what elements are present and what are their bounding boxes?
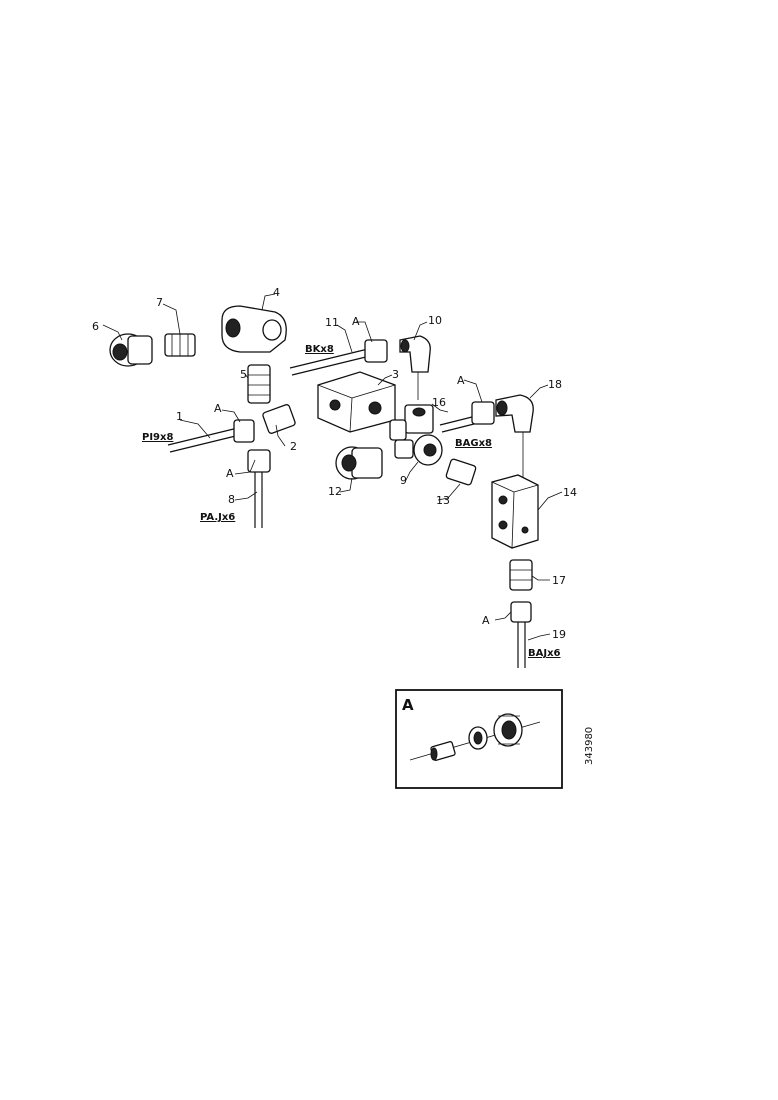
label-part-8: 8	[228, 493, 235, 506]
label-part-11: 11	[325, 316, 339, 329]
label-part-14: 14	[563, 486, 577, 499]
part-5-nipple	[247, 364, 271, 404]
tube-label-11: BKx8	[305, 344, 334, 355]
label-part-13: 13	[436, 494, 450, 507]
part-6-plug	[109, 333, 153, 367]
detail-marker-a: A	[457, 374, 465, 387]
tube-8	[254, 470, 263, 528]
label-part-12: 12	[328, 485, 342, 498]
part-a-fitting-right	[471, 401, 495, 425]
label-part-18: 18	[548, 378, 562, 391]
part-7-nipple	[164, 333, 196, 357]
detail-inset-a: A	[395, 689, 563, 789]
tube-label-16: BAGx8	[455, 438, 492, 449]
tube-label-1: PI9x8	[142, 432, 173, 443]
label-part-2: 2	[290, 440, 297, 453]
label-part-4: 4	[273, 286, 280, 299]
tube-label-8: PA.Jx6	[200, 512, 235, 523]
tube-19	[517, 622, 526, 668]
detail-marker-a: A	[214, 402, 222, 415]
part-a-fitting-bottom-right	[510, 601, 532, 623]
part-3-valve-block	[317, 371, 396, 433]
label-part-9: 9	[400, 474, 407, 487]
label-part-3: 3	[392, 368, 399, 381]
label-part-16: 16	[432, 396, 446, 409]
leader-lines	[102, 293, 563, 641]
part-12-plug	[335, 446, 383, 480]
label-part-6: 6	[92, 320, 99, 333]
tube-label-19: BAJx6	[528, 648, 561, 659]
part-13-nipple	[445, 458, 477, 486]
part-18-elbow	[495, 394, 534, 433]
part-a-fitting-left	[233, 419, 255, 443]
drawing-number: 343980	[584, 727, 595, 765]
detail-marker-a: A	[226, 467, 234, 480]
detail-marker-a: A	[352, 315, 360, 328]
inset-ring	[468, 726, 488, 750]
part-10-elbow	[399, 335, 431, 373]
label-part-17: 17	[552, 574, 566, 587]
part-a-fitting-top	[364, 339, 388, 363]
label-part-7: 7	[156, 296, 163, 309]
part-2-nipple	[262, 404, 296, 434]
label-part-10: 10	[428, 314, 442, 327]
inset-nut	[493, 713, 523, 747]
inset-title: A	[402, 696, 414, 714]
inset-sleeve	[430, 741, 456, 761]
part-9-tee	[389, 404, 443, 466]
part-17-nipple	[509, 559, 533, 591]
tube-11	[289, 347, 375, 376]
detail-marker-a: A	[482, 614, 490, 627]
part-14-valve-block	[491, 474, 539, 549]
part-4-elbow	[221, 305, 287, 353]
label-part-1: 1	[176, 410, 183, 423]
part-a-fitting-lower	[247, 449, 271, 473]
label-part-5: 5	[240, 368, 247, 381]
label-part-19: 19	[552, 628, 566, 641]
